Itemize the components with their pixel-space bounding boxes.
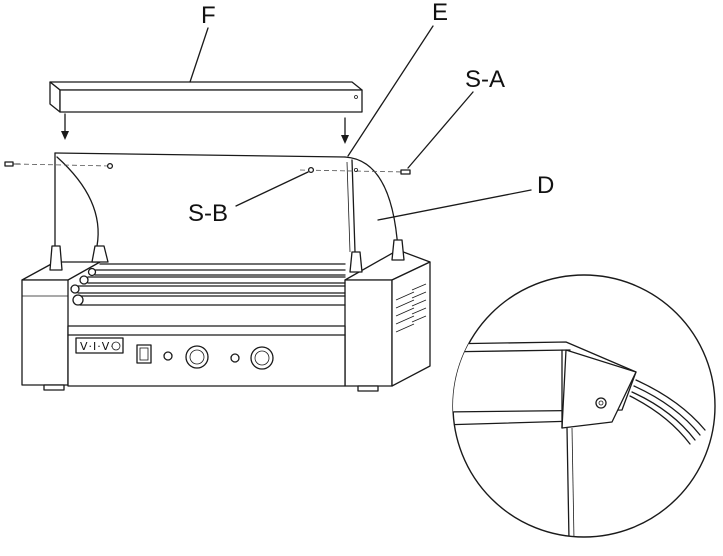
power-switch <box>136 344 152 364</box>
screw-hole <box>353 167 358 172</box>
vent-slots <box>395 283 427 333</box>
brand-plate <box>75 337 124 354</box>
svg-text:F: F <box>201 2 216 29</box>
magnifier-circle <box>452 274 716 538</box>
label-d: D <box>377 172 554 221</box>
screw-alignment-lines <box>15 163 406 173</box>
temperature-knob <box>185 345 209 369</box>
label-f: F <box>189 2 216 83</box>
arrow-down-icon <box>61 113 69 140</box>
label-s-b: S-B <box>188 171 309 227</box>
brand-text: V·I·V· <box>80 340 115 353</box>
screw-hole <box>307 166 315 174</box>
screw-hole <box>106 162 114 170</box>
part-f-bar <box>49 81 363 113</box>
svg-text:S-B: S-B <box>188 200 228 227</box>
svg-text:D: D <box>537 172 554 199</box>
sneeze-guard-frame-e <box>54 152 399 253</box>
indicator-light <box>230 353 240 363</box>
indicator-light <box>163 351 173 361</box>
svg-text:S-A: S-A <box>465 66 505 93</box>
roller-machine: V·I·V· <box>21 239 431 392</box>
label-s-a: S-A <box>407 66 505 169</box>
temperature-knob <box>250 346 274 370</box>
svg-text:E: E <box>432 0 448 26</box>
label-e: E <box>347 0 448 157</box>
screw-icon <box>400 169 411 175</box>
arrow-down-icon <box>341 117 349 144</box>
rollers <box>70 263 346 306</box>
screw-icon <box>4 161 20 167</box>
